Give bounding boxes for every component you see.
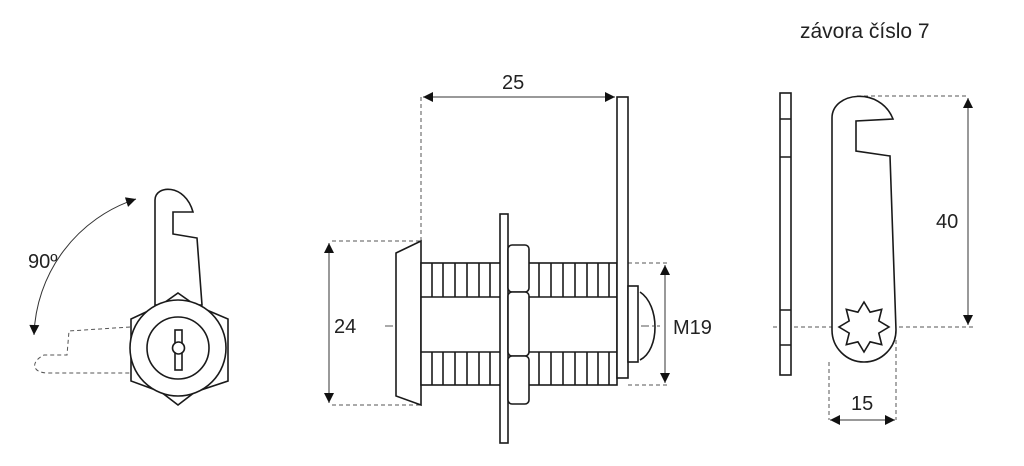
tail-pin bbox=[627, 285, 639, 363]
nut-middle bbox=[507, 291, 530, 357]
cam-width-label: 15 bbox=[851, 393, 873, 415]
flange-label: 24 bbox=[334, 316, 356, 338]
washer bbox=[499, 213, 509, 444]
front-view: 90º bbox=[28, 188, 229, 407]
angle-label: 90º bbox=[28, 251, 58, 273]
flange bbox=[395, 239, 422, 407]
cam-length-label: 40 bbox=[936, 211, 958, 233]
rotated-cam-outline bbox=[34, 326, 131, 374]
length-label: 25 bbox=[502, 72, 524, 94]
cam-side-profile bbox=[779, 92, 792, 376]
cam-plate bbox=[616, 96, 629, 379]
nut-bottom bbox=[507, 355, 530, 405]
lock-cylinder bbox=[146, 316, 210, 380]
drawing-title: závora číslo 7 bbox=[800, 20, 930, 43]
cam-arm bbox=[154, 188, 203, 306]
thread-ribs bbox=[431, 263, 610, 385]
cam-outline bbox=[831, 95, 897, 363]
cam-view: 40 15 bbox=[773, 92, 975, 425]
key-hole bbox=[171, 341, 186, 355]
rotation-arc bbox=[29, 197, 137, 336]
nut-top bbox=[507, 244, 530, 293]
square-hole-star bbox=[837, 300, 891, 354]
thread-label: M19 bbox=[673, 317, 712, 339]
side-view: 25 24 M19 bbox=[324, 72, 712, 444]
